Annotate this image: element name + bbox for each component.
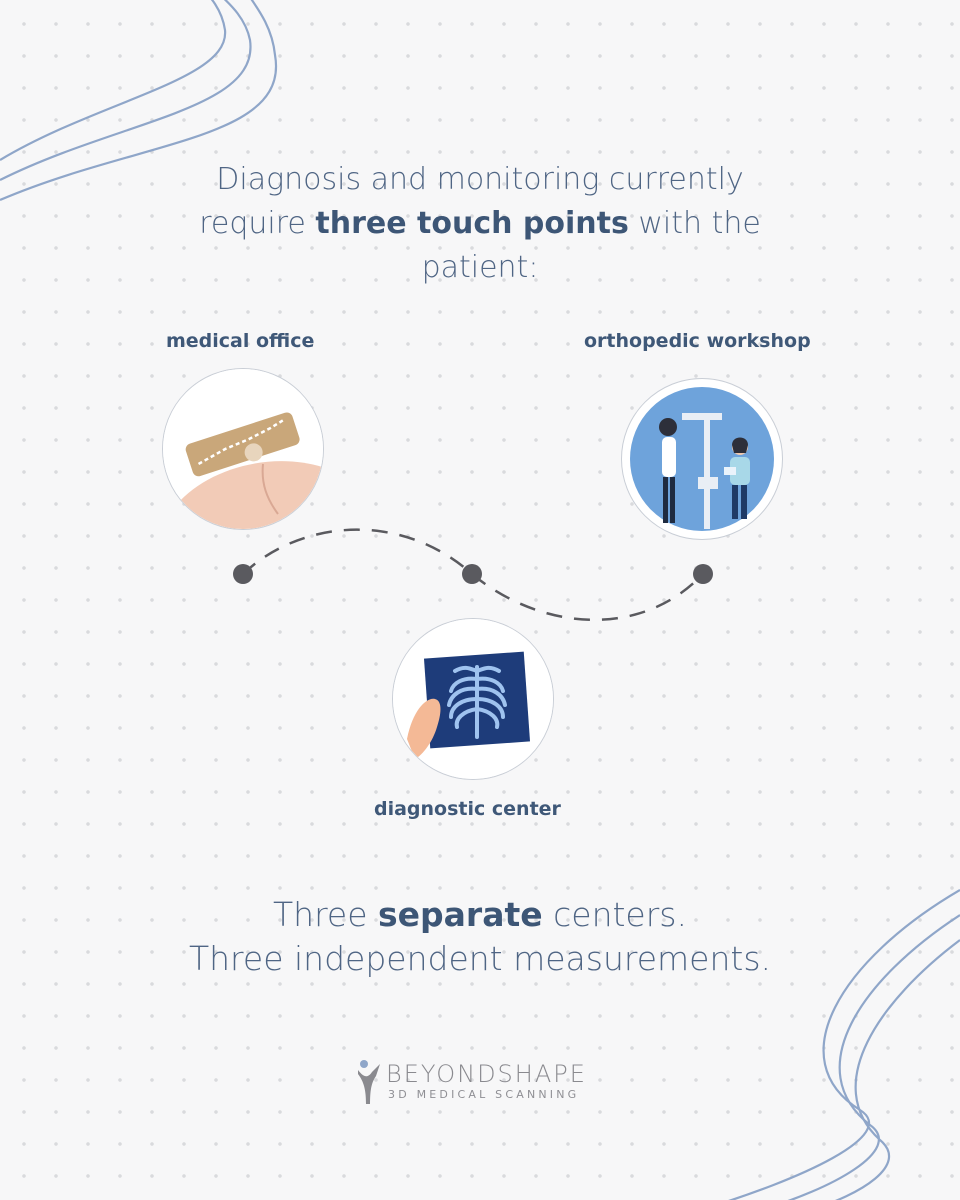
closing-line2: Three independent measurements. — [188, 939, 771, 978]
brand-name: BEYONDSHAPE — [386, 1060, 587, 1088]
orthopedic-measurement-icon — [630, 387, 774, 531]
medical-office-circle — [162, 368, 324, 530]
headline-line2-start: require — [199, 206, 316, 241]
headline-emphasis: three touch points — [315, 206, 629, 241]
kinesio-tape-on-back-icon — [163, 369, 323, 529]
closing-emphasis: separate — [378, 895, 543, 934]
headline: Diagnosis and monitoring currently requi… — [130, 158, 830, 290]
closing-line1-end: centers. — [542, 895, 687, 934]
path-dot-1 — [233, 564, 253, 584]
headline-line3: patient: — [421, 250, 539, 285]
dashed-connector — [242, 528, 704, 622]
label-medical-office: medical office — [166, 330, 315, 352]
path-dot-3 — [693, 564, 713, 584]
chest-xray-icon — [393, 619, 553, 779]
label-diagnostic-center: diagnostic center — [374, 798, 561, 820]
closing-statement: Three separate centers. Three independen… — [130, 893, 830, 981]
closing-line1-start: Three — [273, 895, 379, 934]
path-dot-2 — [462, 564, 482, 584]
human-figure-icon — [358, 1060, 380, 1104]
label-orthopedic-workshop: orthopedic workshop — [584, 330, 811, 352]
headline-line2-end: with the — [628, 206, 761, 241]
brand-tagline: 3D MEDICAL SCANNING — [388, 1088, 580, 1101]
orthopedic-workshop-circle — [621, 378, 783, 540]
brand-logo: BEYONDSHAPE 3D MEDICAL SCANNING — [356, 1058, 606, 1108]
diagnostic-center-circle — [392, 618, 554, 780]
headline-line1: Diagnosis and monitoring currently — [216, 162, 744, 197]
